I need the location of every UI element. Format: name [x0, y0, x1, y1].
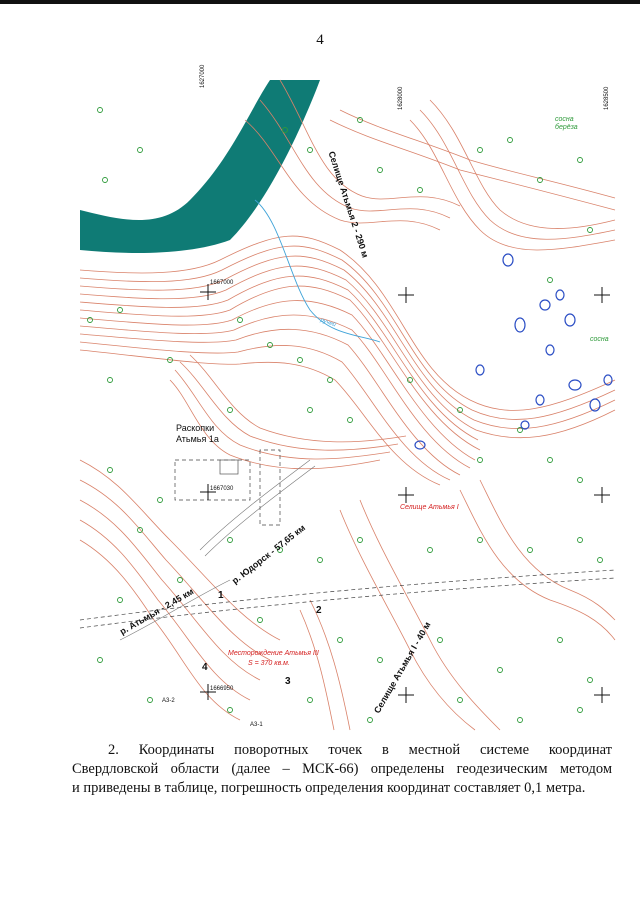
pine-border-label: сосна берёза — [555, 116, 578, 131]
scan-top-edge — [0, 0, 640, 4]
survey-point-4: 4 — [202, 662, 208, 673]
paragraph-line-3: и приведены в таблице, погрешность опред… — [72, 780, 586, 796]
map-canvas — [79, 79, 616, 731]
road-solid — [119, 459, 316, 641]
stream-line — [254, 199, 381, 343]
river-area — [80, 80, 320, 253]
paragraph-line-1: 2. Координаты поворотных точек в местной… — [108, 742, 612, 758]
excavation-block — [219, 459, 239, 475]
grid-crosses — [200, 284, 610, 703]
survey-point-3: 3 — [285, 676, 291, 687]
excavations-label-2: Атьмья 1а — [176, 434, 219, 444]
pine-label: сосна — [590, 336, 609, 343]
deposit-label-1: Месторождение Атьмья III — [228, 650, 319, 657]
deposit-label-2: S = 370 кв.м. — [248, 660, 290, 667]
vegetation-marks — [87, 107, 603, 723]
mark-a3-2: А3-2 — [162, 698, 175, 704]
road-lines — [79, 449, 616, 629]
mark-a3-1: А3-1 — [250, 722, 263, 728]
contour-lines — [79, 79, 616, 731]
page-number: 4 — [316, 32, 324, 48]
grid-coord-d: 1667000 — [210, 280, 234, 286]
grid-coord-a: 1627000 — [200, 64, 206, 88]
survey-point-2: 2 — [316, 605, 322, 616]
grid-coord-c: 1628500 — [604, 86, 610, 110]
settlement-1-label: Селище Атьмья I — [400, 504, 459, 511]
excavations-label-1: Раскопки — [176, 423, 215, 433]
coordinates-paragraph: 2. Координаты поворотных точек в местной… — [72, 741, 612, 798]
spring-marks — [414, 253, 613, 450]
topographic-map: р. Атьмья Селище Атьмья 2 - 290 м Раскоп… — [79, 65, 616, 731]
survey-point-1: 1 — [218, 590, 224, 601]
grid-coord-f: 1666950 — [210, 686, 234, 692]
paragraph-line-2: Свердловской области (далее – МСК-66) оп… — [72, 761, 612, 777]
grid-coord-b: 1628000 — [398, 86, 404, 110]
grid-coord-e: 1667030 — [210, 486, 234, 492]
